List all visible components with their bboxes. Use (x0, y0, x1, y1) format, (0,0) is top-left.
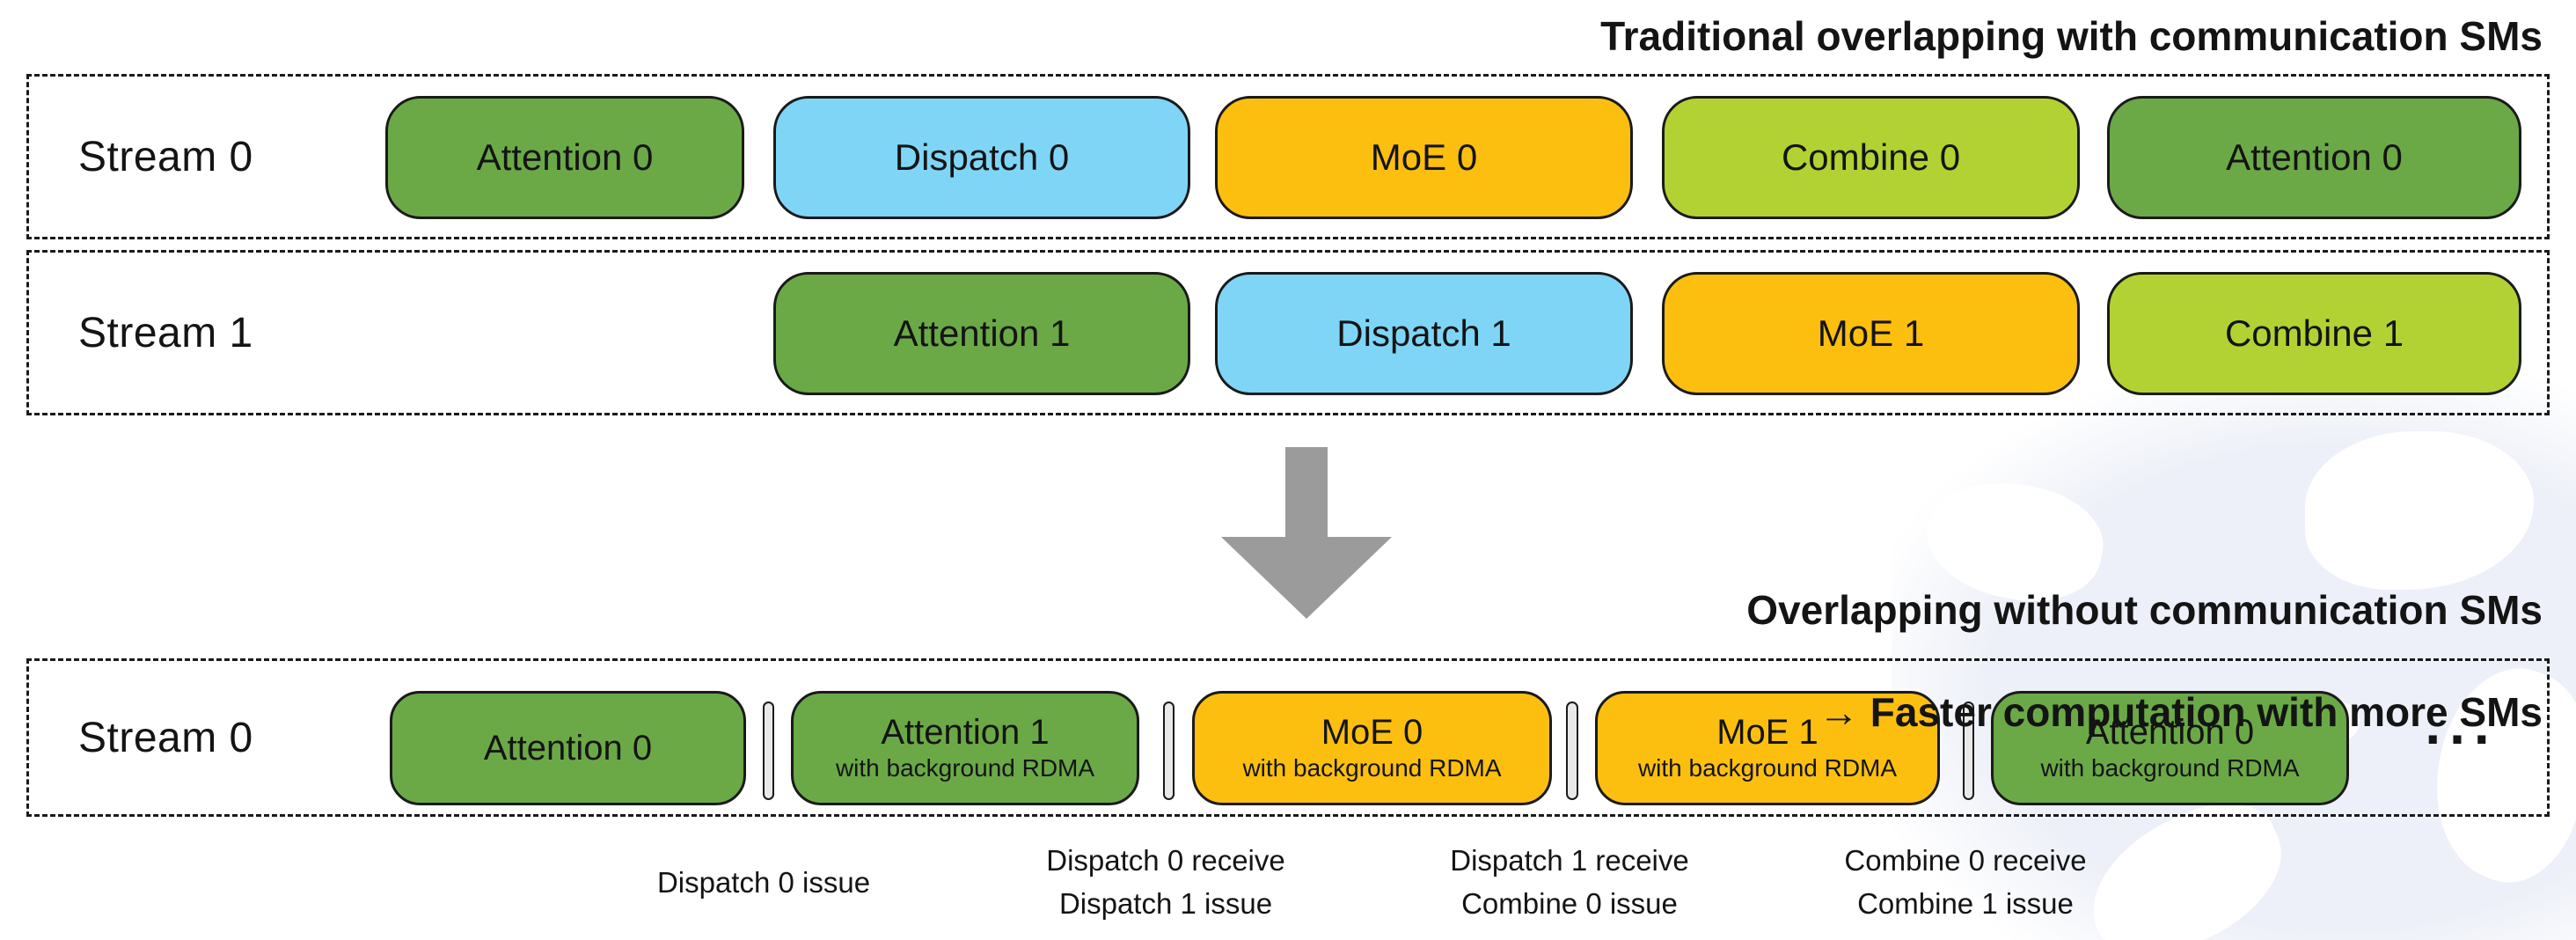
ellipsis-icon: ... (2425, 693, 2499, 756)
stream-0-merged-label: Stream 0 (78, 714, 253, 761)
annotation-dispatch-0-issue: Dispatch 0 issue (535, 834, 992, 929)
task-block-subtitle: with background RDMA (1242, 754, 1502, 782)
bottom-section-title-line2: → Faster computation with more SMs (1819, 689, 2543, 735)
annotation-combine-0-receive: Combine 0 receive Combine 1 issue (1737, 834, 2194, 929)
task-block-attention-0: Attention 0 (390, 691, 746, 805)
stream-1-row: Stream 1 Attention 1 Dispatch 1 MoE 1 Co… (26, 250, 2550, 415)
annotation-dispatch-0-receive: Dispatch 0 receive Dispatch 1 issue (937, 834, 1394, 929)
task-block-label: Attention 1 (893, 312, 1071, 354)
stream-1-label: Stream 1 (78, 309, 253, 356)
top-section-title: Traditional overlapping with communicati… (1600, 13, 2543, 59)
bottom-section-title-line1: Overlapping without communication SMs (1746, 587, 2543, 633)
bottom-section-title: Overlapping without communication SMs → … (1746, 533, 2543, 789)
down-arrow-head (1221, 537, 1392, 619)
task-block-moe-1: MoE 1 (1662, 272, 2080, 395)
annotation-line: Dispatch 1 issue (1058, 887, 1273, 920)
watermark-blob (2305, 431, 2534, 590)
stream-0-label: Stream 0 (78, 133, 253, 180)
task-block-subtitle: with background RDMA (2040, 754, 2300, 782)
task-block-dispatch-0: Dispatch 0 (773, 96, 1190, 219)
task-block-label: Attention 0 (483, 729, 653, 767)
task-block-label: Attention 0 (476, 136, 654, 178)
task-block-label: Attention 0 (2226, 136, 2403, 178)
stream-divider (1566, 701, 1578, 800)
annotation-line: Dispatch 0 issue (656, 865, 871, 899)
task-block-subtitle: with background RDMA (1637, 754, 1898, 782)
task-block-attention-0-rdma: Attention 0 with background RDMA (1991, 691, 2349, 805)
task-block-label: MoE 1 (1716, 713, 1819, 752)
annotation-line: Dispatch 1 receive (1450, 844, 1689, 877)
down-arrow-stem (1285, 447, 1328, 539)
annotation-line: Dispatch 0 receive (1046, 844, 1285, 877)
task-block-attention-1-rdma: Attention 1 with background RDMA (791, 691, 1139, 805)
task-block-label: MoE 0 (1370, 136, 1478, 178)
task-block-dispatch-1: Dispatch 1 (1215, 272, 1633, 395)
annotation-line: Combine 1 issue (1857, 887, 2074, 920)
task-block-label: Dispatch 1 (1336, 312, 1511, 354)
task-block-label: Combine 0 (1781, 136, 1961, 178)
task-block-label: MoE 1 (1817, 312, 1925, 354)
stream-divider (1963, 701, 1974, 800)
annotation-line: Combine 0 issue (1461, 887, 1678, 920)
stream-0-row: Stream 0 Attention 0 Dispatch 0 MoE 0 Co… (26, 74, 2550, 239)
task-block-moe-0: MoE 0 (1215, 96, 1633, 219)
task-block-label: MoE 0 (1321, 713, 1423, 752)
task-block-attention-0b: Attention 0 (2107, 96, 2521, 219)
stream-0-merged-row: Stream 0 Attention 0 Attention 1 with ba… (26, 658, 2550, 817)
stream-divider (763, 701, 774, 800)
task-block-combine-1: Combine 1 (2107, 272, 2521, 395)
task-block-attention-1: Attention 1 (773, 272, 1190, 395)
task-block-moe-0-rdma: MoE 0 with background RDMA (1192, 691, 1552, 805)
stream-divider (1163, 701, 1175, 800)
task-block-label: Dispatch 0 (894, 136, 1070, 178)
task-block-label: Combine 1 (2224, 312, 2404, 354)
task-block-attention-0: Attention 0 (385, 96, 744, 219)
task-block-label: Attention 0 (2085, 713, 2255, 752)
task-block-combine-0: Combine 0 (1662, 96, 2080, 219)
task-block-label: Attention 1 (881, 713, 1050, 752)
task-block-subtitle: with background RDMA (835, 754, 1095, 782)
task-block-moe-1-rdma: MoE 1 with background RDMA (1595, 691, 1940, 805)
annotation-dispatch-1-receive: Dispatch 1 receive Combine 0 issue (1341, 834, 1798, 929)
annotation-line: Combine 0 receive (1844, 844, 2087, 877)
